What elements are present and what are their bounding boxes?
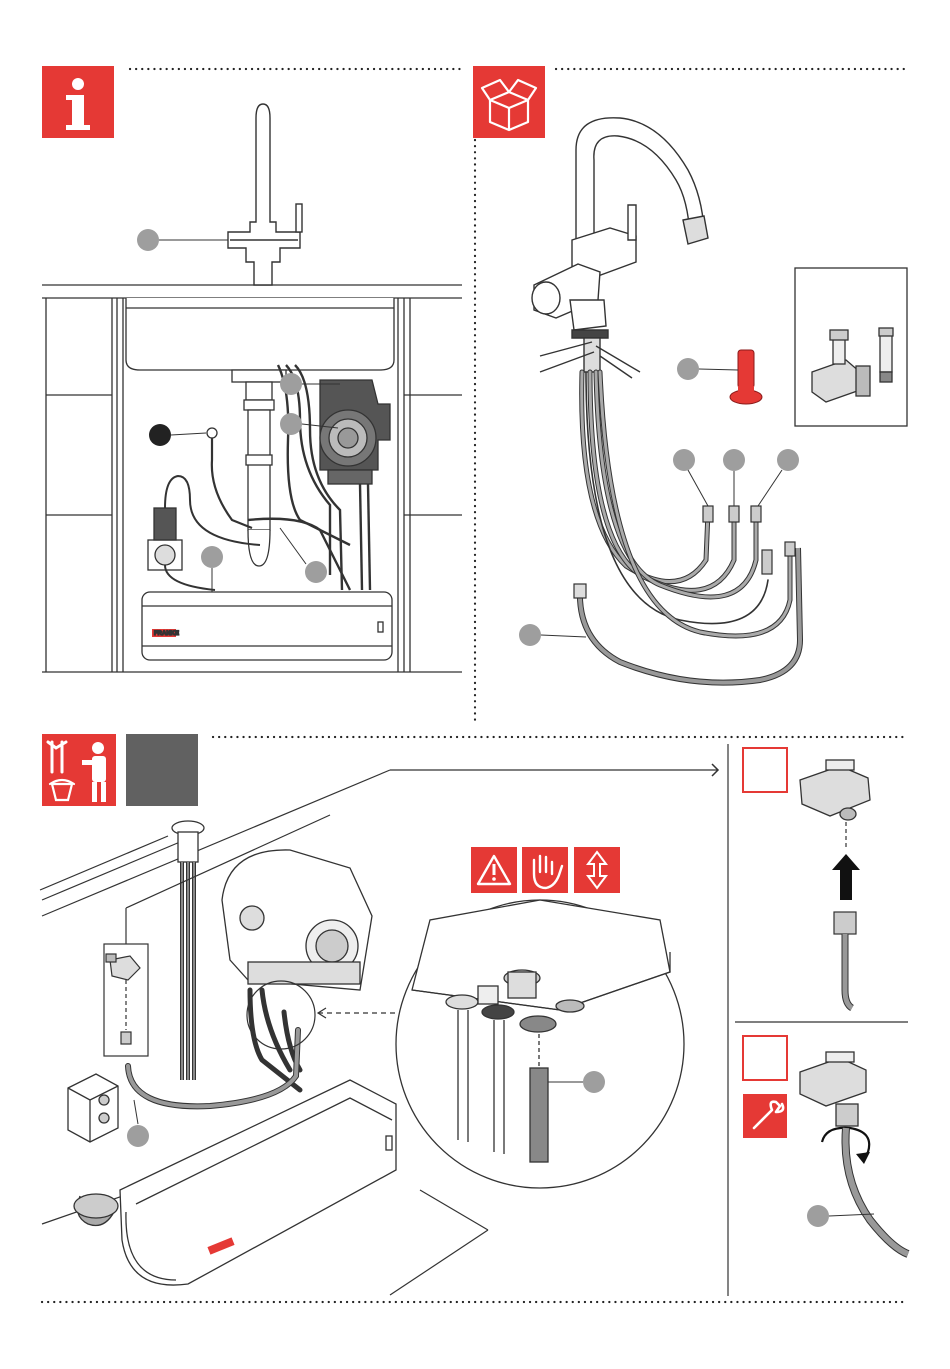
tank-perspective [74, 1080, 396, 1285]
red-outline-step-box [743, 748, 787, 792]
brand-logo: FRANKE [154, 631, 179, 637]
hose-end-fittings [703, 506, 795, 574]
up-down-arrows-icon [574, 847, 620, 893]
zoom-source-circle [247, 981, 315, 1049]
red-outline-step-box [743, 1036, 787, 1080]
up-arrow [832, 854, 860, 900]
tools-icon [42, 734, 116, 806]
angle-valve [207, 428, 252, 528]
open-box-icon [473, 66, 545, 138]
water-tank: FRANKE [142, 592, 392, 660]
warning-icons [471, 847, 620, 893]
heater-unit [320, 380, 390, 484]
power-socket [148, 476, 260, 590]
installation-panel [40, 734, 718, 1295]
sink-bowl [126, 298, 394, 370]
installation-callout [127, 1100, 149, 1147]
package-contents-panel [473, 66, 907, 683]
faucet-front-view [228, 104, 302, 285]
info-icon [42, 66, 114, 138]
info-panel: FRANKE [42, 66, 462, 672]
zoom-detail-circle [396, 900, 684, 1188]
wall-outlet [68, 1074, 118, 1142]
hose-step2 [846, 1128, 909, 1254]
faucet-perspective [532, 118, 708, 378]
t-valve-step1 [800, 760, 870, 820]
heater-perspective [222, 850, 372, 990]
drain-pipe [232, 370, 286, 566]
red-cap-part [730, 350, 762, 404]
t-valve-inset [795, 268, 907, 426]
dark-step-box [126, 734, 198, 806]
callout-faucet [137, 229, 228, 251]
wrench-icon [743, 1094, 787, 1138]
hose-fitting-step1 [834, 912, 856, 1008]
t-valve-step2 [800, 1052, 866, 1126]
detail-steps-panel [728, 744, 908, 1296]
